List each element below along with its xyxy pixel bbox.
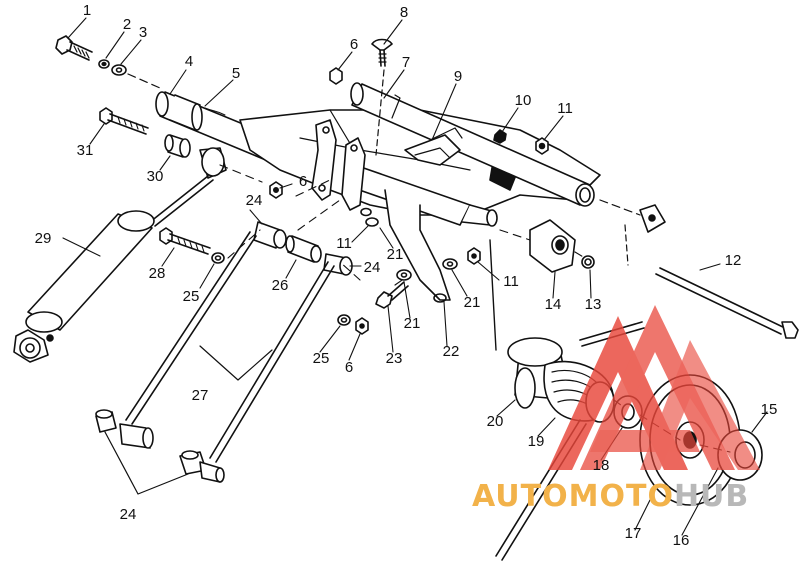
callout-30: 30 — [146, 168, 164, 185]
washer-25-shape — [211, 252, 225, 264]
bushing-30-shape — [164, 134, 191, 158]
leader-lines — [62, 17, 768, 536]
watermark-text: AUTOMOTOHUB — [472, 480, 749, 514]
callout-4: 4 — [184, 53, 194, 70]
callout-7: 7 — [401, 54, 411, 71]
washer-13-shape — [581, 255, 595, 269]
callout-1: 1 — [82, 2, 92, 19]
callout-21-right: 21 — [463, 294, 481, 311]
callout-2: 2 — [122, 16, 132, 33]
callout-6-top: 6 — [349, 36, 359, 53]
bolt-28-shape — [159, 227, 211, 255]
callout-25-left: 25 — [182, 288, 200, 305]
callout-11-right: 11 — [503, 273, 519, 290]
callout-29: 29 — [34, 230, 52, 247]
callout-8: 8 — [399, 4, 409, 21]
nut-6-shape — [329, 67, 343, 85]
callout-19: 19 — [527, 433, 545, 450]
callout-6-mid: 6 — [298, 173, 308, 190]
callout-16: 16 — [672, 532, 690, 549]
callout-26: 26 — [271, 277, 289, 294]
callout-31: 31 — [76, 142, 94, 159]
callout-27: 27 — [191, 387, 209, 404]
callout-15: 15 — [760, 401, 778, 418]
callout-17: 17 — [624, 525, 642, 542]
bolt-23-shape — [375, 281, 409, 309]
callout-20: 20 — [486, 413, 504, 430]
bolt-31-shape — [99, 107, 149, 135]
callout-9: 9 — [453, 68, 463, 85]
callout-25-right: 25 — [312, 350, 330, 367]
washer-21c-shape — [396, 269, 412, 281]
callout-5: 5 — [231, 65, 241, 82]
callout-6-lower: 6 — [344, 359, 354, 376]
torque-arm-left-shape — [95, 221, 287, 449]
nut-10-shape — [493, 129, 507, 144]
bracket-9-shape — [404, 127, 463, 166]
callout-24-mid: 24 — [363, 259, 381, 276]
callout-11-top: 11 — [557, 100, 573, 117]
callout-14: 14 — [544, 296, 562, 313]
washer-25b-shape — [337, 314, 351, 326]
front-shaft-7-shape — [350, 82, 595, 207]
shock-absorber-29-shape — [13, 147, 227, 363]
washer-21b-shape — [442, 258, 458, 270]
arm-22-line — [489, 239, 497, 351]
callout-10: 10 — [514, 92, 532, 109]
callout-18: 18 — [592, 457, 610, 474]
bracket-14-shape — [529, 219, 576, 273]
bushing-26-shape — [285, 235, 322, 263]
side-plate-shape — [311, 119, 366, 211]
callout-28: 28 — [148, 265, 166, 282]
watermark-logo — [548, 305, 760, 470]
callout-24-upper: 24 — [245, 192, 263, 209]
washer-2-shape — [98, 59, 110, 69]
callout-22: 22 — [442, 343, 460, 360]
washer-3-shape — [111, 64, 127, 76]
torque-arm-right-shape — [179, 253, 353, 483]
callout-11-mid: 11 — [336, 235, 352, 252]
callout-3: 3 — [138, 24, 148, 41]
watermark-text-part2: HUB — [673, 479, 750, 514]
callout-21-upper: 21 — [386, 246, 404, 263]
callout-23: 23 — [385, 350, 403, 367]
callout-12: 12 — [724, 252, 742, 269]
bolt-12-shape — [639, 204, 799, 339]
callout-24-bottom: 24 — [119, 506, 137, 523]
washer-21-shape — [365, 217, 379, 227]
callout-13: 13 — [584, 296, 602, 313]
watermark-text-part1: AUTOMOTO — [472, 479, 674, 514]
callout-21-lower: 21 — [403, 315, 421, 332]
bolt-1-shape — [55, 35, 93, 61]
